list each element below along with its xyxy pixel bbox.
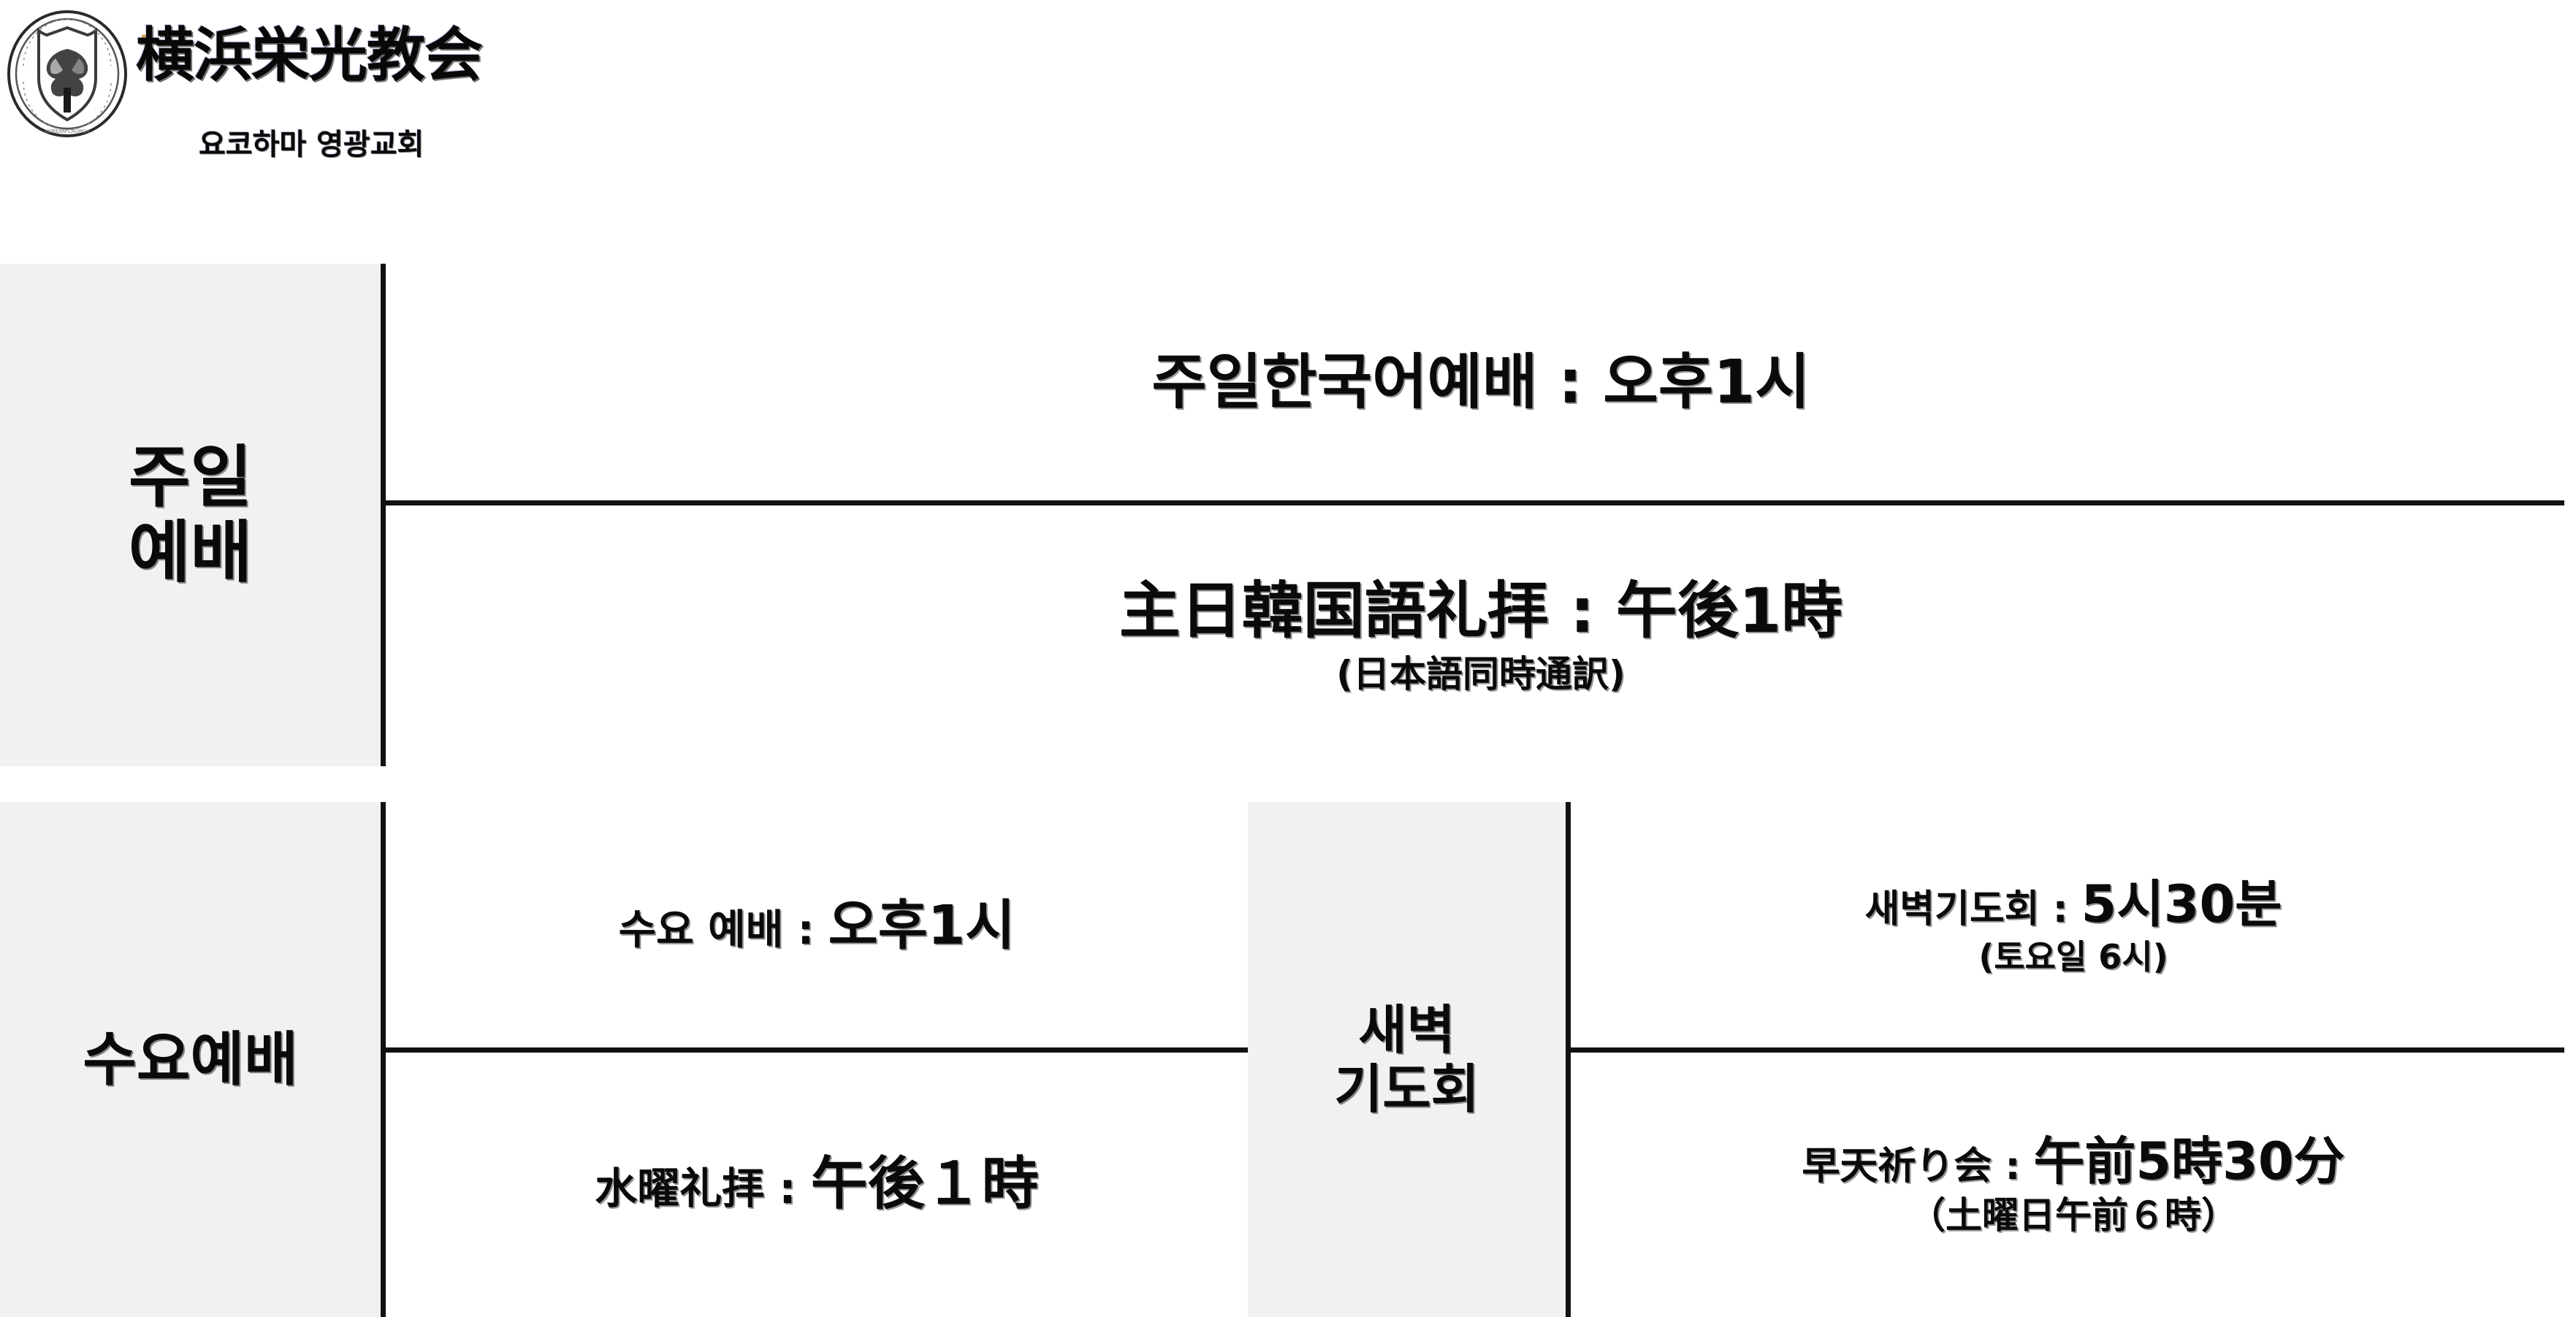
speck-artifact: [142, 34, 146, 39]
cell-sunday-korean-worship: 주일한국어예배 : 오후1시: [386, 264, 2576, 503]
label-wednesday: 수요예배: [83, 1025, 298, 1093]
svg-text:KOREAN CHURCH: KOREAN CHURCH: [45, 129, 89, 134]
dawn-label-line-2: 기도회: [1334, 1058, 1479, 1120]
dawn-label-line-1: 새벽: [1358, 999, 1455, 1061]
wednesday-japanese-time: 午後１時: [810, 1151, 1039, 1218]
wednesday-korean-time: 오후1시: [828, 893, 1015, 957]
label-cell-sunday-worship: 주일 예배: [0, 264, 381, 766]
cell-wednesday-korean-worship: 수요 예배 : 오후1시: [386, 802, 1248, 1050]
label-line-1: 주일: [128, 438, 253, 516]
dawn-japanese-note: （土曜日午前６時）: [1909, 1194, 2238, 1237]
sunday-korean-label: 주일한국어예배 :: [1151, 348, 1604, 418]
wednesday-japanese-label: 水曜礼拝 :: [595, 1164, 811, 1214]
label-cell-dawn-prayer: 새벽 기도회: [1248, 802, 1566, 1317]
cell-dawn-prayer-korean: 새벽기도회 : 5시30분 (토요일 6시): [1571, 802, 2576, 1050]
church-seal-logo-icon: KOREAN CHURCH: [4, 9, 130, 139]
dawn-japanese-label: 早天祈り会 :: [1802, 1145, 2034, 1188]
church-name-japanese: 横浜栄光教会: [136, 21, 483, 89]
vertical-rule-wednesday: [381, 802, 386, 1317]
dawn-japanese-time: 午前5時30分: [2033, 1131, 2345, 1191]
wednesday-korean-label: 수요 예배 :: [618, 906, 828, 954]
horizontal-rule-sunday: [386, 500, 2564, 505]
sunday-japanese-note: (日本語同時通訳): [1336, 653, 1626, 696]
sunday-japanese-label: 主日韓国語礼拝 :: [1119, 574, 1616, 646]
label-line-2: 예배: [128, 514, 253, 592]
sunday-japanese-time: 午後1時: [1615, 574, 1843, 646]
dawn-korean-label: 새벽기도회 :: [1864, 887, 2081, 931]
cell-sunday-japanese-worship: 主日韓国語礼拝 : 午後1時 (日本語同時通訳): [386, 505, 2576, 766]
sunday-korean-time: 오후1시: [1603, 348, 1810, 418]
cell-wednesday-japanese-worship: 水曜礼拝 : 午後１時: [386, 1053, 1248, 1317]
horizontal-rule-dawn-prayer: [1571, 1047, 2564, 1053]
dawn-korean-note: (토요일 6시): [1978, 936, 2168, 977]
vertical-rule-dawn-prayer: [1566, 802, 1571, 1317]
vertical-rule-sunday: [381, 264, 386, 766]
page-header: KOREAN CHURCH 横浜栄光教会 요코하마 영광교회: [0, 0, 2576, 248]
cell-dawn-prayer-japanese: 早天祈り会 : 午前5時30分 （土曜日午前６時）: [1571, 1053, 2576, 1317]
label-cell-wednesday-worship: 수요예배: [0, 802, 381, 1317]
horizontal-rule-wednesday: [386, 1047, 1248, 1053]
dawn-korean-time: 5시30분: [2081, 874, 2282, 934]
church-name-korean: 요코하마 영광교회: [199, 128, 424, 161]
